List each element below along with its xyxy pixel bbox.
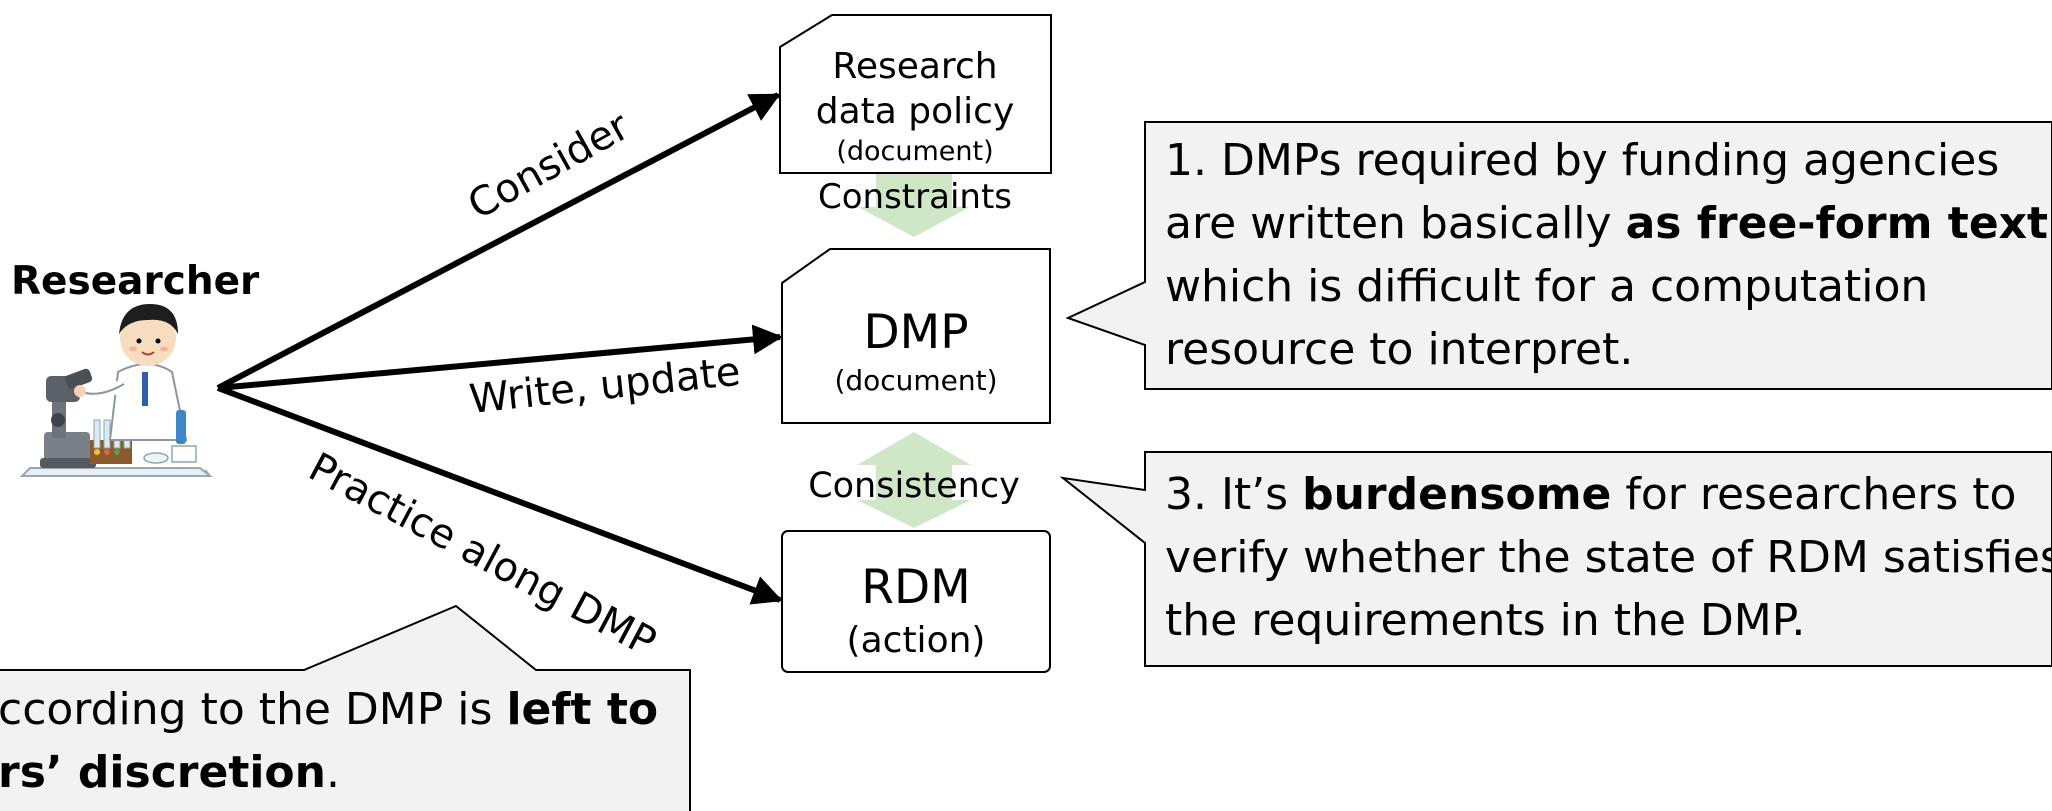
callout-3-emphasis: burdensome — [1302, 469, 1612, 520]
callout-2-line-1-start: ccording to the DMP is — [0, 684, 507, 735]
callout-2-emphasis-2: rs’ discretion — [0, 747, 326, 798]
callout-2-line-2-end: . — [325, 747, 340, 798]
callout-1-text: 1. DMPs required by funding agencies are… — [1165, 129, 2052, 381]
callout-1-line-1: 1. DMPs required by funding agencies — [1165, 135, 2000, 186]
callout-1-line-2-text: are written basically — [1165, 198, 1626, 249]
policy-sub: (document) — [836, 136, 993, 167]
callout-1-emphasis: as free-form text — [1625, 198, 2049, 249]
consistency-label: Consistency — [808, 466, 1020, 506]
research-data-policy-node — [779, 14, 1052, 174]
callout-3-box — [1059, 451, 2052, 667]
callout-3-line-1-start: 3. It’s — [1165, 469, 1303, 520]
microscope-icon — [40, 368, 96, 468]
write-update-arrow — [217, 324, 783, 391]
callout-3-line-1: 3. It’s burdensome for researchers to — [1165, 463, 2052, 526]
dmp-sub: (document) — [834, 364, 997, 397]
policy-line2: data policy — [816, 91, 1015, 132]
researcher-illustration — [19, 304, 213, 477]
callout-1-line-2-end: , — [2048, 198, 2052, 249]
callout-3-line-2: verify whether the state of RDM satisfie… — [1165, 532, 2052, 583]
callout-2-line-1: ccording to the DMP is left to — [0, 678, 658, 741]
consider-arrow — [216, 92, 781, 391]
callout-2-text: ccording to the DMP is left to rs’ discr… — [0, 678, 658, 804]
test-tube-rack-icon — [90, 419, 132, 464]
callout-1-box — [1065, 121, 2052, 390]
consistency-arrow — [857, 432, 971, 528]
callout-1-line-4: resource to interpret. — [1165, 324, 1634, 375]
callout-1-line-3: which is difficult for a computation — [1165, 261, 1929, 312]
rdm-title: RDM — [861, 560, 970, 615]
consider-label: Consider — [461, 103, 638, 229]
researcher-label: Researcher — [11, 259, 260, 304]
dmp-node — [781, 248, 1051, 424]
policy-line1: Research — [832, 46, 997, 87]
dmp-title: DMP — [863, 305, 968, 360]
constraints-label: Constraints — [818, 177, 1012, 217]
callout-3-text: 3. It’s burdensome for researchers to ve… — [1165, 463, 2052, 652]
callout-2-emphasis-1: left to — [506, 684, 659, 735]
constraints-arrow — [858, 172, 970, 237]
callout-3-line-1-end: for researchers to — [1611, 469, 2017, 520]
practice-arrow — [216, 385, 783, 605]
callout-2-line-2: rs’ discretion. — [0, 741, 658, 804]
callout-3-line-3: the requirements in the DMP. — [1165, 595, 1806, 646]
callout-2-box — [0, 604, 691, 811]
rdm-sub: (action) — [847, 620, 986, 661]
callout-1-line-2: are written basically as free-form text, — [1165, 192, 2052, 255]
